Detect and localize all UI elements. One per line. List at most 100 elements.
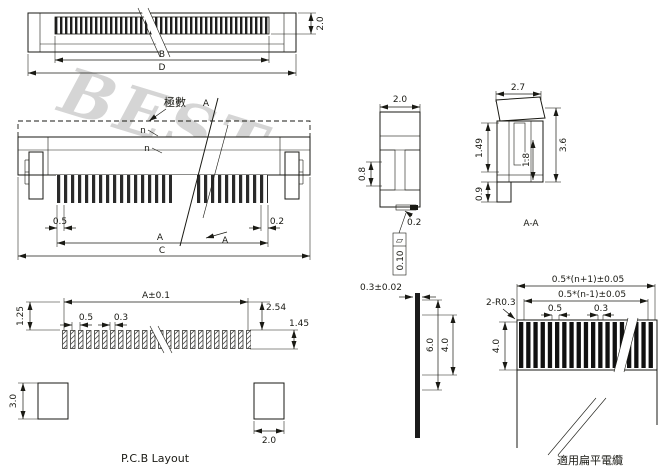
dim-label: 0.5*(n+1)±0.05 — [552, 275, 624, 285]
dim-label: 2-R0.3 — [486, 298, 516, 308]
dim-label: D — [159, 63, 166, 73]
dim-label: 1.45 — [289, 319, 309, 329]
dim-label: 0.8 — [358, 167, 368, 182]
right-fitting — [284, 151, 300, 200]
dim-top-height: 2.0 — [271, 12, 326, 35]
dim-label: 2.54 — [266, 303, 286, 313]
dim-conductors: 0.5*(n-1)±0.05 — [523, 290, 649, 322]
dim-label: 0.3 — [114, 313, 128, 323]
front-view-body — [17, 136, 311, 176]
flat-cable-view: 0.5*(n+1)±0.05 0.5*(n-1)±0.05 2-R0.3 0.5 — [486, 275, 658, 467]
flat-cable-title: 適用扁平電纜 — [557, 453, 623, 467]
dim-height: 3.6 — [545, 107, 569, 183]
dim-pitch: 0.5 — [541, 304, 570, 322]
cable-bar — [415, 293, 420, 438]
top-view: 2.0 B D — [27, 7, 326, 76]
break-gap — [548, 398, 606, 455]
dim-gap: 2.54 — [248, 301, 298, 331]
dim-pad-length: 1.45 — [250, 319, 309, 350]
pad-row — [62, 330, 251, 349]
break-gap — [614, 318, 638, 372]
dim-label: B — [159, 50, 165, 60]
dim-label: 3.0 — [9, 394, 19, 409]
dim-label: 0.5*(n-1)±0.05 — [558, 290, 626, 300]
pcb-layout-view: A±0.1 1.25 0.5 0.3 2.54 — [9, 291, 309, 465]
dim-pitch: 0.5 — [45, 205, 76, 247]
dim-b: B — [54, 36, 270, 63]
dim-width: 0.3 — [587, 304, 614, 322]
dim-bottom: 0.9 — [475, 181, 497, 203]
dim-corner: 2-R0.3 — [486, 298, 516, 320]
dim-label: 0.5 — [548, 304, 562, 314]
dim-label: 0.2 — [407, 218, 421, 228]
dim-label: 1.25 — [16, 306, 26, 326]
pin-comb — [56, 175, 268, 203]
dim-label: 0.2 — [270, 217, 284, 227]
break-gap — [140, 8, 170, 57]
section-label-bottom: A — [222, 236, 229, 246]
dim-overall: 0.5*(n+1)±0.05 — [516, 275, 656, 320]
dim-d: D — [27, 54, 297, 76]
dim-exposed: 4.0 — [492, 321, 519, 371]
cable-section-view: 0.3±0.02 6.0 4.0 — [360, 283, 457, 438]
front-view: 極數 A n n A 0.5 — [17, 95, 311, 260]
dim-label: 2.0 — [262, 436, 277, 446]
dim-label: 2.7 — [511, 83, 525, 93]
top-view-pin-band — [54, 16, 270, 35]
dim-depth: 1.8 — [521, 140, 536, 180]
dim-label: 2.0 — [393, 95, 408, 105]
dim-c: C — [17, 177, 311, 260]
dim-row-offset: 1.25 — [16, 301, 60, 331]
dim-label: 1.8 — [522, 153, 532, 168]
dim-label: 0.3±0.02 — [360, 283, 402, 293]
pin-number-label: n — [144, 144, 150, 154]
dim-label: 0.5 — [53, 217, 67, 227]
poles-label: 極數 — [164, 95, 186, 109]
left-fitting — [28, 151, 44, 200]
section-label-top: A — [203, 99, 210, 109]
dim-side-pad-width: 2.0 — [253, 421, 285, 446]
dim-height-inner: 1.49 — [475, 122, 499, 173]
side-view: 2.0 0.8 0.2 ▱ 0.10 — [358, 95, 421, 276]
right-anchor-pad — [253, 382, 285, 420]
dim-label: 3.6 — [559, 138, 569, 153]
section-title: A-A — [523, 219, 539, 229]
pin-number-label: n — [140, 126, 146, 136]
dim-pitch: 0.5 — [60, 313, 93, 330]
actuator-section — [495, 96, 546, 122]
dim-a: A — [57, 233, 268, 246]
body-section — [496, 120, 544, 183]
dim-label: 0.5 — [79, 313, 93, 323]
flatness-frame: ▱ 0.10 — [392, 212, 407, 276]
dim-label: A±0.1 — [142, 291, 170, 301]
dim-label: 0.3 — [594, 304, 608, 314]
dim-label: 2.0 — [316, 16, 326, 31]
dim-tail: 0.2 — [249, 205, 284, 247]
dim-label: C — [159, 246, 165, 256]
dim-label: 4.0 — [492, 339, 502, 354]
section-cut-line — [179, 97, 219, 247]
dim-length: 6.0 — [422, 299, 442, 391]
dim-label: A — [157, 233, 164, 243]
dim-label: 6.0 — [426, 338, 436, 353]
dim-label: 1.49 — [475, 138, 485, 158]
flatness-value: 0.10 — [396, 250, 406, 270]
dim-label: 0.9 — [475, 187, 485, 202]
section-aa-view: 2.7 1.49 3.6 1.8 — [475, 83, 569, 229]
dim-pad-width: 0.3 — [98, 313, 128, 330]
break-gap — [150, 326, 172, 353]
dim-exposed: 4.0 — [422, 314, 457, 376]
dim-a: A±0.1 — [63, 291, 249, 330]
actuator-open-outline — [17, 120, 311, 138]
dim-thickness: 0.3±0.02 — [360, 283, 436, 300]
dim-label: 4.0 — [441, 338, 451, 353]
dim-width: 2.0 — [379, 95, 421, 114]
pcb-layout-title: P.C.B Layout — [121, 452, 190, 465]
left-anchor-pad — [37, 382, 69, 420]
side-view-body — [379, 111, 421, 208]
flatness-symbol: ▱ — [396, 236, 403, 246]
dim-left: 0.8 — [358, 161, 382, 187]
dim-lead: 0.2 — [404, 210, 421, 228]
